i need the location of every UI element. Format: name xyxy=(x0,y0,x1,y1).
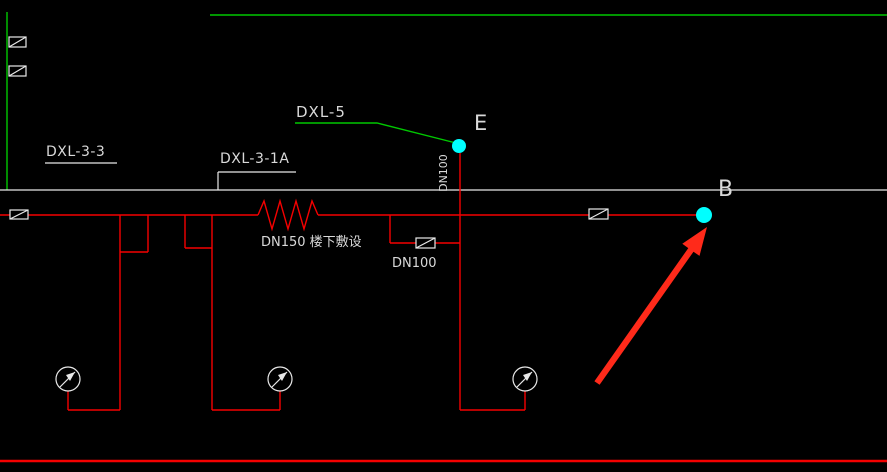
label-dxl33: DXL-3-3 xyxy=(46,144,106,160)
label-point-b: B xyxy=(718,177,734,202)
valve-icon-top-1 xyxy=(8,36,27,48)
water-meter-icon-1 xyxy=(55,366,81,392)
label-riser-dn100: DN100 xyxy=(436,154,450,192)
water-meter-icon-3 xyxy=(512,366,538,392)
valve-icon-branch xyxy=(415,237,436,249)
meter-circle xyxy=(512,366,538,392)
valve-icon-main-right xyxy=(588,208,609,220)
dxl5-leader-line xyxy=(295,122,457,144)
marker-dot-e xyxy=(452,139,466,153)
meter-flag xyxy=(66,372,75,381)
valve-icon-main-left xyxy=(9,209,29,220)
valve-diagonal xyxy=(8,36,27,48)
annotation-arrow xyxy=(594,227,707,385)
label-branch-dn100: DN100 xyxy=(392,256,437,271)
valve-icon-top-2 xyxy=(8,65,27,77)
valve-diagonal xyxy=(415,237,436,249)
meter-circle xyxy=(55,366,81,392)
label-dxl31a: DXL-3-1A xyxy=(220,151,290,167)
valve-diagonal xyxy=(588,208,609,220)
label-dxl5: DXL-5 xyxy=(296,103,346,121)
marker-dot-b xyxy=(696,207,712,223)
meter-circle xyxy=(267,366,293,392)
valve-diagonal xyxy=(8,65,27,77)
valve-diagonal xyxy=(9,209,29,220)
label-dn150-note: DN150 楼下敷设 xyxy=(261,235,362,250)
expansion-zigzag-icon xyxy=(257,198,319,232)
label-point-e: E xyxy=(474,111,488,135)
water-meter-icon-2 xyxy=(267,366,293,392)
green-boundary-lines xyxy=(6,12,887,190)
meter-flag xyxy=(278,372,287,381)
red-pipe-network xyxy=(0,153,887,463)
meter-flag xyxy=(523,372,532,381)
